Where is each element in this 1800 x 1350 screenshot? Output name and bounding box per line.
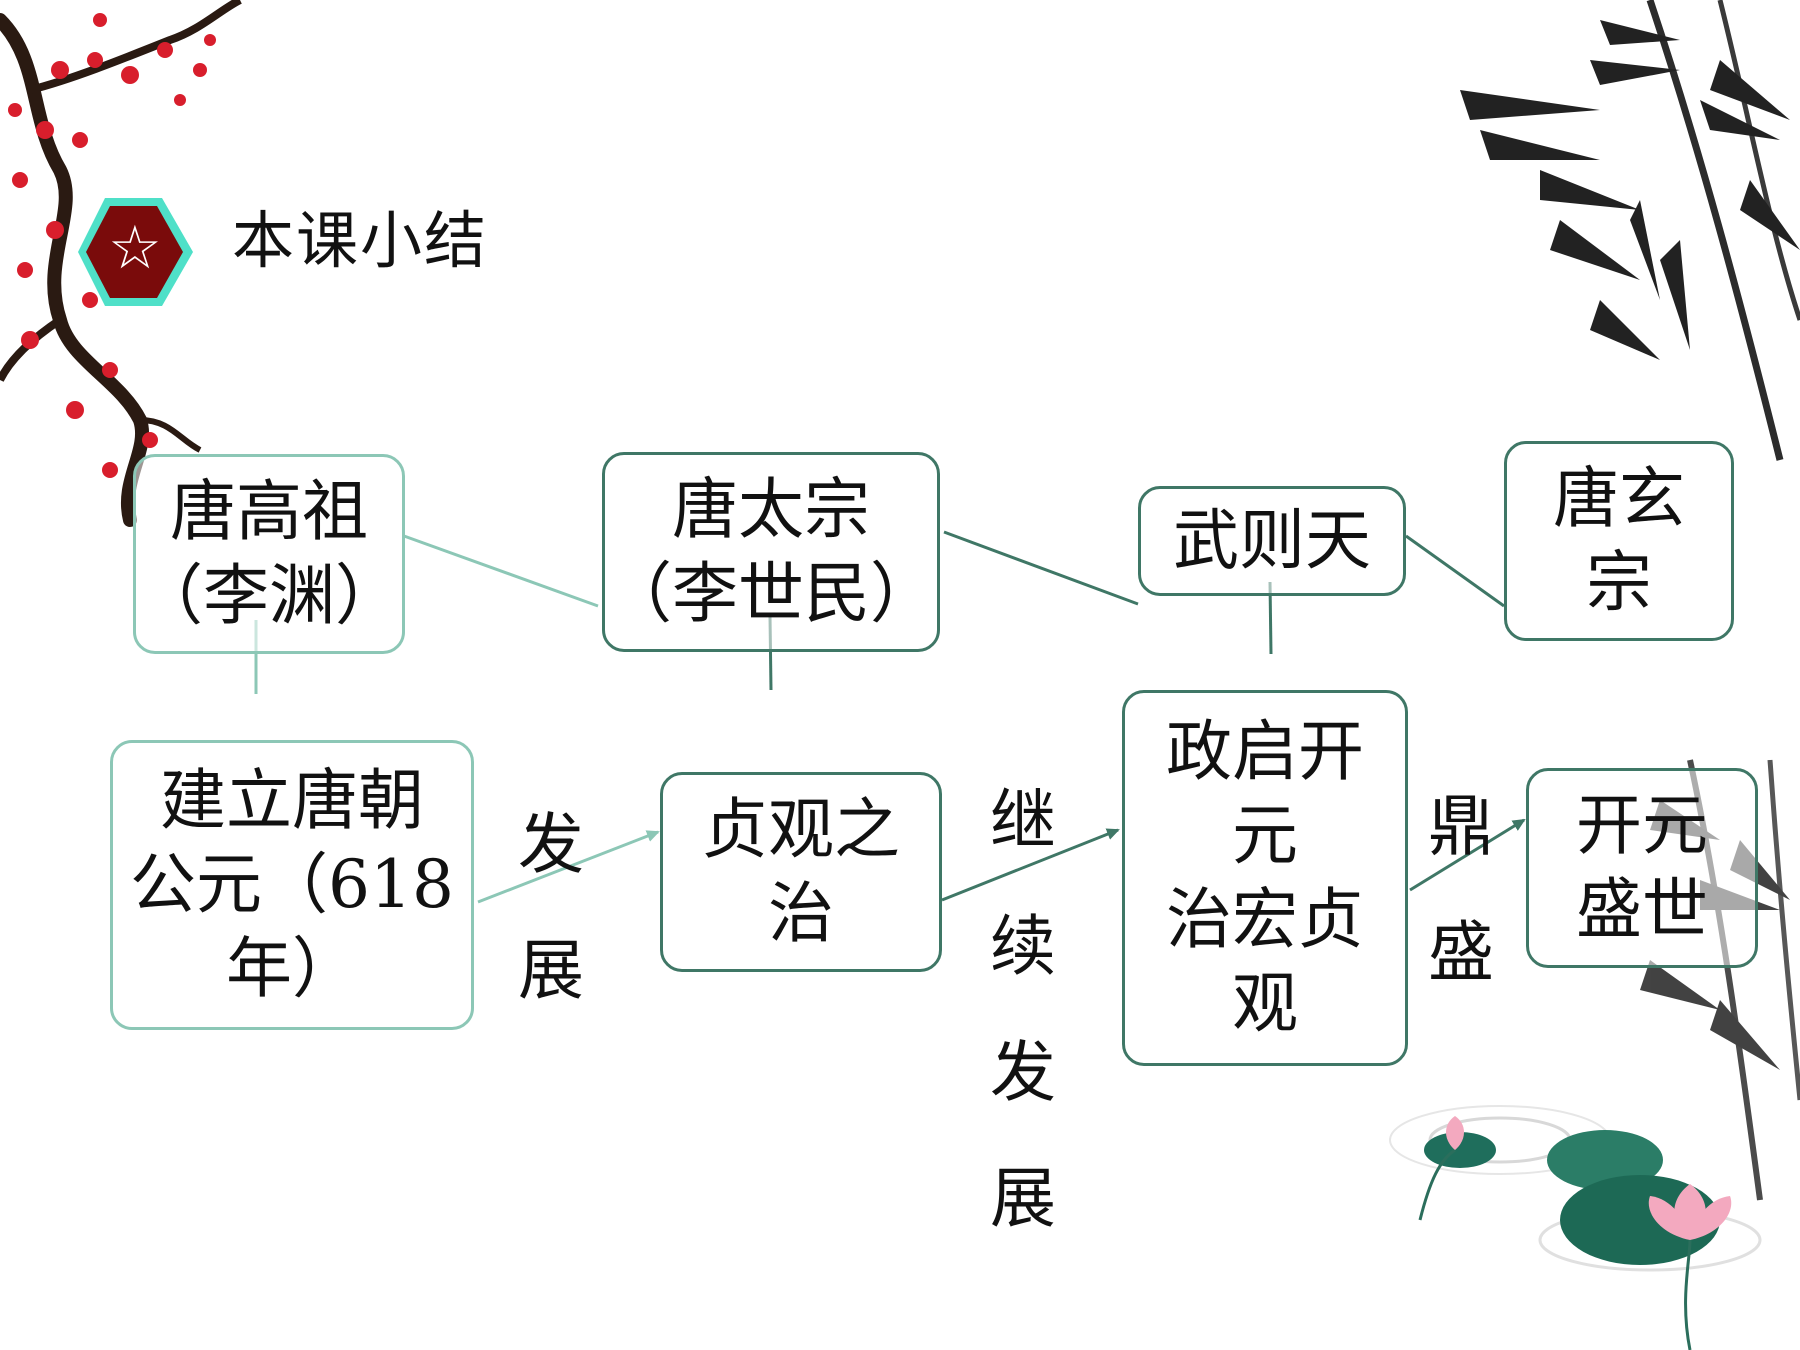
box-line: （李渊） (137, 557, 401, 634)
box-line: 唐太宗 (672, 471, 870, 548)
hexagon-badge (78, 198, 193, 306)
box-zhenguan-rule: 贞观之 治 (660, 772, 942, 972)
arrow-founding-zhenguan (477, 830, 660, 904)
box-line: 开元 (1576, 787, 1708, 864)
star-icon: ☆ (108, 213, 162, 283)
arrow-zhenguan-wurule (941, 828, 1120, 902)
box-line: 建立唐朝 (159, 762, 424, 839)
link-wuzetian-xuanzong (1405, 534, 1505, 608)
label-char: 鼎 (1428, 788, 1494, 865)
label-develop: 发 展 (518, 782, 584, 1034)
connectors (254, 530, 1526, 904)
box-line: 观 (1232, 965, 1298, 1042)
label-char: 续 (990, 908, 1056, 985)
box-kaiyuan-prosperity: 开元 盛世 (1526, 768, 1758, 968)
label-char: 发 (518, 806, 584, 883)
label-continue-develop: 继 续 发 展 (990, 758, 1056, 1262)
lotus-decoration (1389, 1105, 1762, 1350)
box-line: 元 (1232, 797, 1298, 874)
box-wu-zetian: 武则天 (1138, 486, 1406, 596)
label-peak: 鼎 盛 (1428, 764, 1494, 1016)
box-wu-rule: 政启开 元 治宏贞 观 (1122, 690, 1408, 1066)
box-line: 政启开 (1166, 713, 1364, 790)
link-taizong-wuzetian (943, 530, 1139, 606)
label-char: 盛 (1428, 914, 1494, 991)
box-line: 治宏贞 (1166, 881, 1364, 958)
box-line: 治 (768, 875, 834, 952)
label-char: 继 (990, 782, 1056, 859)
plum-blossom-decoration (0, 0, 242, 527)
box-line: 武则天 (1173, 502, 1371, 579)
box-line: 公元（618 (130, 846, 454, 923)
box-line: 盛世 (1576, 871, 1708, 948)
box-tang-xuanzong: 唐玄 宗 (1504, 441, 1734, 641)
box-line: 唐高祖 (170, 473, 368, 550)
page-title: 本课小结 (232, 204, 489, 277)
box-line: （李世民） (606, 555, 936, 632)
link-gaozu-taizong (403, 534, 599, 608)
box-line: 唐玄 (1553, 460, 1685, 537)
box-tang-gaozu: 唐高祖 （李渊） (133, 454, 405, 654)
box-founding-tang: 建立唐朝 公元（618 年） (110, 740, 474, 1030)
bamboo-decoration (1460, 0, 1800, 461)
box-tang-taizong: 唐太宗 （李世民） (602, 452, 940, 652)
box-line: 宗 (1586, 544, 1652, 621)
box-line: 贞观之 (702, 791, 900, 868)
box-line: 年） (225, 930, 358, 1007)
label-char: 展 (518, 932, 584, 1009)
arrow-wurule-kaiyuan (1409, 818, 1526, 892)
label-char: 展 (990, 1160, 1056, 1237)
label-char: 发 (990, 1034, 1056, 1111)
